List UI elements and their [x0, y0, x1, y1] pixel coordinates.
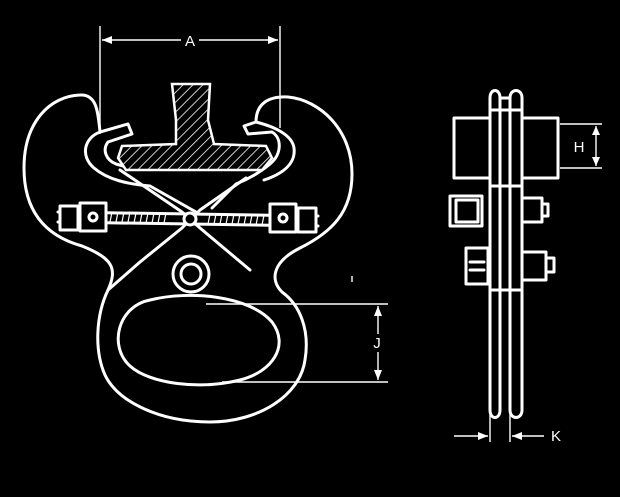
- dimension-h: [560, 123, 602, 169]
- dimension-a: [99, 26, 281, 134]
- dimension-j: [206, 303, 388, 383]
- clamp-body-outline: [22, 93, 354, 424]
- dimension-k: [454, 408, 544, 442]
- left-hook: [84, 122, 198, 214]
- dimension-label-a: A: [185, 33, 195, 50]
- side-plate-left: [488, 89, 502, 419]
- dimension-label-h: H: [574, 139, 585, 156]
- right-arm-diagonal: [106, 176, 248, 292]
- i-beam-flange: [116, 82, 274, 172]
- side-pivot-nut: [520, 250, 548, 282]
- front-view: A J: [22, 26, 388, 424]
- right-nut: [268, 202, 318, 234]
- side-plate-right: [508, 89, 524, 419]
- dimension-label-k: K: [551, 428, 561, 445]
- lifting-eye: [116, 293, 281, 387]
- dimension-label-j: J: [373, 335, 381, 352]
- pivot-pin: [171, 254, 211, 294]
- side-view: H K: [448, 89, 602, 445]
- side-pivot-bolt-head: [464, 246, 490, 286]
- left-nut: [58, 201, 108, 233]
- side-bolt: [520, 196, 544, 224]
